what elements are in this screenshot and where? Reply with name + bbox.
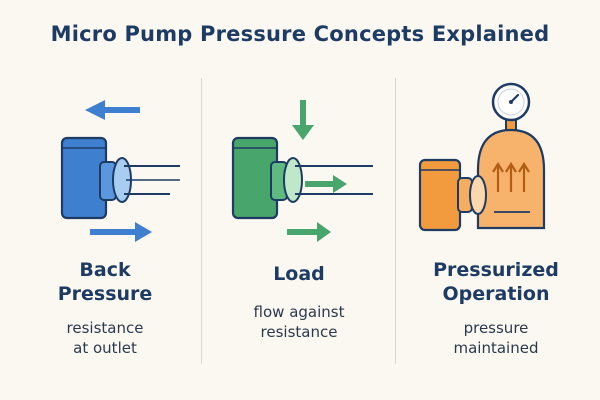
pressurized-operation-panel: Pressurized Operation pressure maintaine…	[398, 80, 594, 380]
pump-icon	[60, 136, 132, 220]
flow-arrow-icon	[305, 175, 347, 193]
page-title: Micro Pump Pressure Concepts Explained	[50, 22, 550, 46]
flow-arrow-icon	[90, 222, 152, 242]
load-illustration	[231, 100, 373, 242]
pressurized-desc-line2: maintained	[453, 339, 539, 357]
panel-divider	[395, 78, 396, 364]
load-desc-line2: resistance	[260, 323, 338, 341]
load-arrow-down-icon	[292, 100, 314, 140]
pressurized-heading-line1: Pressurized	[433, 259, 559, 281]
outlet-pipe	[124, 165, 180, 195]
load-desc-line1: flow against	[253, 303, 345, 321]
back-pressure-desc-line1: resistance	[66, 319, 144, 337]
back-pressure-desc-line2: at outlet	[73, 339, 137, 357]
load-heading: Load	[273, 263, 325, 285]
pressure-gauge-icon	[491, 82, 531, 131]
back-pressure-heading-line1: Back	[79, 259, 131, 281]
load-panel: Load flow against resistance	[205, 80, 393, 380]
back-pressure-panel: Back Pressure resistance at outlet	[10, 80, 200, 380]
pressurized-desc-line1: pressure	[463, 319, 529, 337]
backflow-arrow-icon	[85, 100, 140, 120]
back-pressure-heading-line2: Pressure	[57, 283, 153, 305]
pressurized-illustration	[418, 82, 546, 232]
pressurized-heading-line2: Operation	[442, 283, 550, 305]
pressure-vessel-icon	[476, 128, 546, 230]
panel-divider	[201, 78, 202, 364]
back-pressure-illustration	[60, 100, 180, 242]
flow-arrow-icon	[287, 222, 331, 242]
pump-icon	[418, 158, 487, 232]
outlet-pipe	[295, 165, 373, 195]
pump-icon	[231, 136, 303, 220]
